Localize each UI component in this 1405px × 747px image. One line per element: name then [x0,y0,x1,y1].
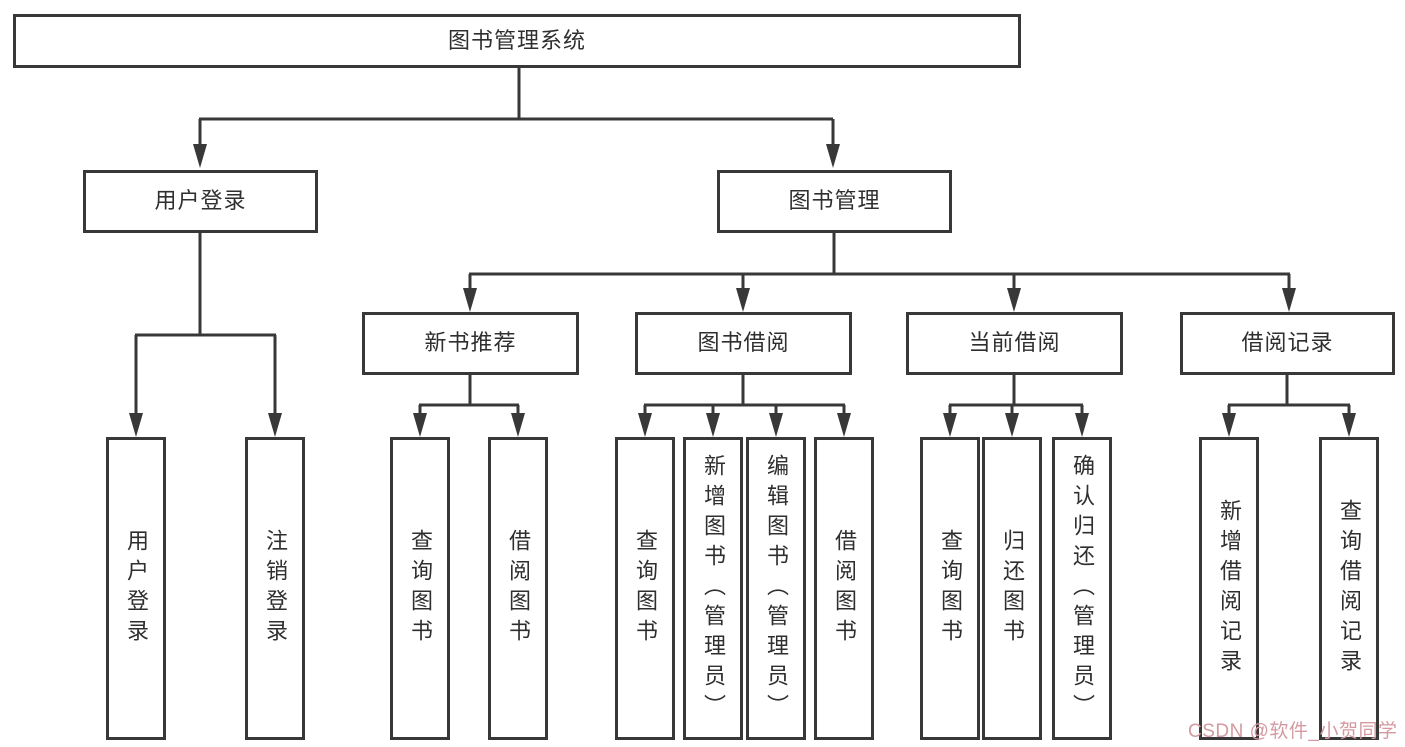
leaf-label: 新增借阅记录 [1217,498,1242,679]
node-root-library-system: 图书管理系统 [13,14,1021,68]
node-current-borrow: 当前借阅 [906,312,1123,375]
leaf-label: 用户登录 [124,528,149,649]
node-borrow-records: 借阅记录 [1180,312,1395,375]
leaf-query-borrow-record: 查询借阅记录 [1319,437,1379,740]
leaf-confirm-return-admin: 确认归还（管理员） [1052,437,1112,740]
leaf-label: 编辑图书（管理员） [764,453,789,724]
leaf-label: 注销登录 [263,528,288,649]
leaf-edit-book-admin: 编辑图书（管理员） [746,437,806,740]
arrowhead [1007,288,1021,312]
arrowhead [837,413,851,437]
leaf-label: 确认归还（管理员） [1070,453,1095,724]
leaf-logout: 注销登录 [245,437,305,740]
arrowhead [736,288,750,312]
connector-user-login [129,233,282,437]
connector-new-book-rec [413,375,525,437]
arrowhead [1342,413,1356,437]
leaf-add-book-admin: 新增图书（管理员） [683,437,743,740]
connector-current-borrow [943,375,1089,437]
arrowhead [943,413,957,437]
node-user-login: 用户登录 [83,170,318,233]
csdn-watermark: CSDN @软件_小贺同学 [1188,721,1398,742]
node-new-book-recommend: 新书推荐 [362,312,579,375]
leaf-return-books: 归还图书 [982,437,1042,740]
arrowhead [706,413,720,437]
arrowhead [129,413,143,437]
leaf-query-books-current: 查询图书 [920,437,980,740]
arrowhead [1005,413,1019,437]
leaf-user-login: 用户登录 [106,437,166,740]
arrowhead [769,413,783,437]
leaf-label: 归还图书 [1000,528,1025,649]
arrowhead [1075,413,1089,437]
leaf-borrow-books: 借阅图书 [814,437,874,740]
arrowhead [638,413,652,437]
connector-book-management [463,233,1296,312]
node-book-borrow: 图书借阅 [635,312,852,375]
leaf-label: 新增图书（管理员） [701,453,726,724]
arrowhead [463,288,477,312]
node-book-management: 图书管理 [717,170,952,233]
leaf-borrow-books-recommend: 借阅图书 [488,437,548,740]
arrowhead [1222,413,1236,437]
leaf-label: 借阅图书 [832,528,857,649]
leaf-label: 查询图书 [633,528,658,649]
leaf-add-borrow-record: 新增借阅记录 [1199,437,1259,740]
connector-book-borrow [638,375,851,437]
leaf-query-books-recommend: 查询图书 [390,437,450,740]
leaf-query-books-borrow: 查询图书 [615,437,675,740]
arrowhead [1282,288,1296,312]
arrowhead [268,413,282,437]
leaf-label: 查询图书 [938,528,963,649]
arrowhead [826,144,840,168]
leaf-label: 查询借阅记录 [1337,498,1362,679]
arrowhead [413,413,427,437]
connector-root [193,68,840,168]
connector-borrow-records [1222,375,1356,437]
leaf-label: 查询图书 [408,528,433,649]
arrowhead [193,144,207,168]
arrowhead [511,413,525,437]
leaf-label: 借阅图书 [506,528,531,649]
